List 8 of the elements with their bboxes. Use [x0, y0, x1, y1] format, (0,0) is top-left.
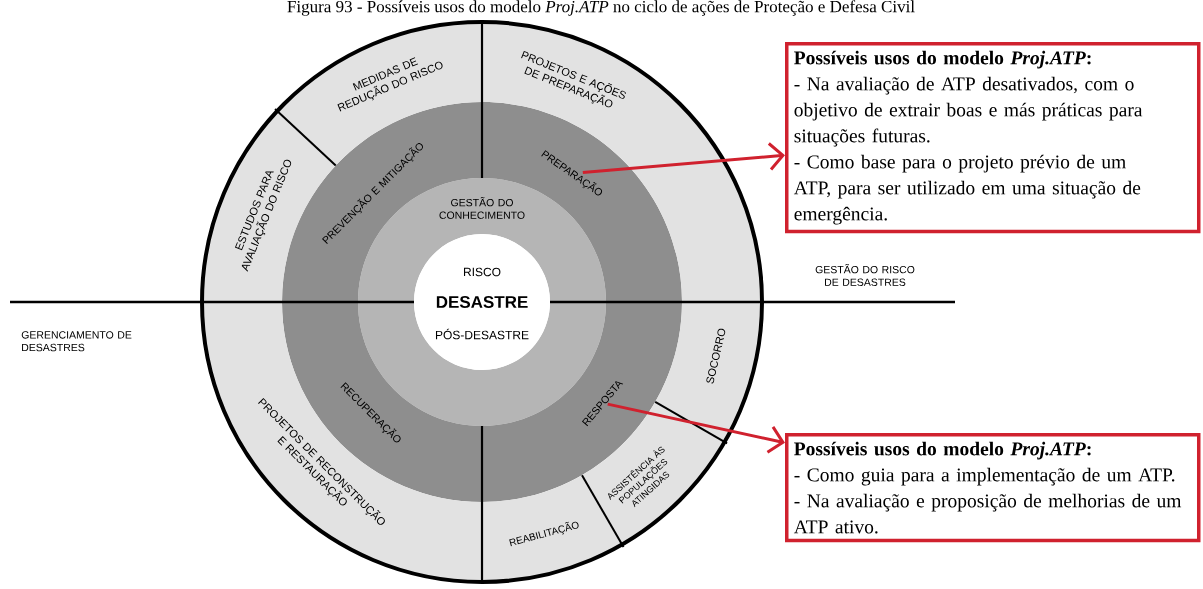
- region-label: GERENCIAMENTO DE DESASTRES: [21, 331, 132, 352]
- callout-box: Possíveis usos do modelo Proj.ATP: - Como guia para a implementação de um ATP. - Na avaliação e proposição de melhorias de um ATP ativo.: [785, 433, 1201, 543]
- callout-box: Possíveis usos do modelo Proj.ATP: - Na avaliação de ATP desativados, com o objetivo de extrair boas e más práticas para situações futuras. - Como base para o projeto prévio de um ATP, para ser utilizado em uma situação de emergência.: [785, 42, 1201, 234]
- arrow: [607, 402, 785, 454]
- ring-label: GESTÃO DO CONHECIMENTO: [439, 197, 525, 219]
- figure-title: Figura 93 - Possíveis usos do modelo Proj.ATP no ciclo de ações de Proteção e Defesa Civil: [287, 0, 915, 16]
- arrow: [582, 142, 785, 174]
- region-label: GESTÃO DO RISCO DE DESASTRES: [815, 264, 915, 286]
